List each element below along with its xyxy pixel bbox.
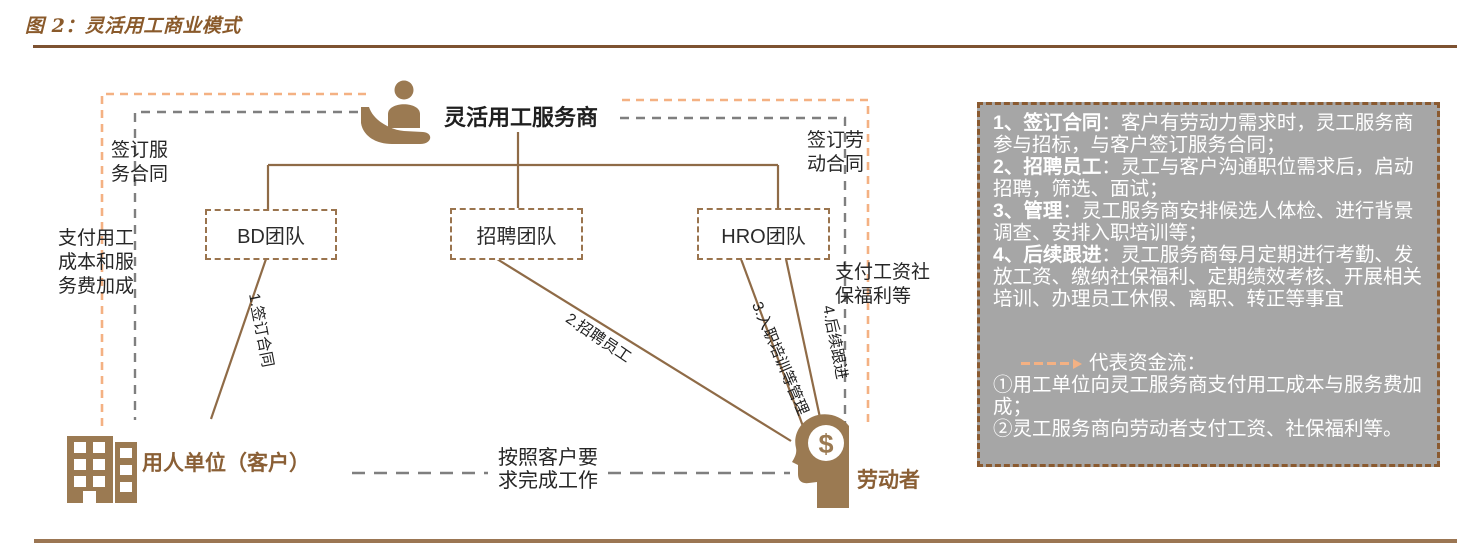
money-flow-legend-item-2: ②灵工服务商向劳动者支付工资、社保福利等。 (993, 418, 1403, 440)
step4-follow-up-arrow (784, 258, 824, 428)
money-flow-legend: 代表资金流： ①用工单位向灵工服务商支付用工成本与服务费加成； ②灵工服务商向劳… (993, 352, 1424, 440)
hro-team-box: HRO团队 (697, 208, 830, 260)
money-flow-legend-item-1: ①用工单位向灵工服务商支付用工成本与服务费加成； (993, 374, 1423, 418)
money-flow-legend-title: 代表资金流： (1089, 352, 1207, 374)
recruit-team-label: 招聘团队 (476, 225, 557, 248)
dollar-sign-glyph: $ (818, 429, 833, 459)
hand-holding-person-icon (360, 80, 440, 146)
money-flow-arrow-icon (1021, 352, 1089, 374)
sign-labor-contract-label: 签订劳 动合同 (807, 130, 865, 175)
work-for-client-label: 按照客户要 求完成工作 (498, 447, 598, 492)
panel-item-4-label: 4、后续跟进 (993, 244, 1102, 266)
panel-item-4-desc: ：灵工服务商每月定期进行考勤、发放工资、缴纳社保福利、定期绩效考核、开展相关培训… (993, 244, 1423, 310)
head-with-dollar-icon: $ (789, 412, 855, 508)
panel-item-1-desc: ：客户有劳动力需求时，灵工服务商参与招标，与客户签订服务合同； (993, 112, 1414, 156)
panel-item-2: 2、招聘员工：灵工与客户沟通职位需求后，启动招聘，筛选、面试； (993, 156, 1424, 200)
panel-item-3-label: 3、管理 (993, 200, 1063, 222)
money-flow-provider-to-worker-line (622, 98, 870, 424)
hro-team-label: HRO团队 (721, 225, 806, 248)
pay-salary-social-label: 支付工资社 保福利等 (835, 262, 931, 307)
top-divider (33, 45, 1457, 48)
recruit-team-box: 招聘团队 (450, 208, 583, 260)
provider-node-label: 灵活用工服务商 (444, 105, 599, 130)
bd-team-label: BD团队 (237, 226, 305, 248)
employer-node-label: 用人单位（客户） (142, 452, 310, 475)
figure-title: 图 2：灵活用工商业模式 (25, 15, 241, 37)
pay-labor-cost-label: 支付用工 成本和服 务费加成 (58, 228, 135, 297)
panel-item-3: 3、管理：灵工服务商安排候选人体检、进行背景调查、安排入职培训等； (993, 200, 1424, 244)
money-flow-employer-to-provider-line (100, 92, 372, 426)
worker-node-label: 劳动者 (857, 469, 920, 492)
building-icon (67, 436, 137, 503)
step1-sign-contract-arrow (209, 258, 268, 420)
bottom-divider (34, 539, 1457, 543)
step3-onboarding-arrow (739, 258, 806, 430)
bd-team-box: BD团队 (205, 209, 337, 260)
provider-teams-tree-line (266, 132, 780, 209)
panel-item-1: 1、签订合同：客户有劳动力需求时，灵工服务商参与招标，与客户签订服务合同； (993, 112, 1424, 156)
panel-item-2-desc: ：灵工与客户沟通职位需求后，启动招聘，筛选、面试； (993, 156, 1414, 200)
panel-item-4: 4、后续跟进：灵工服务商每月定期进行考勤、发放工资、缴纳社保福利、定期绩效考核、… (993, 244, 1424, 310)
sign-service-contract-label: 签订服 务合同 (111, 140, 169, 185)
step2-recruit-arrow (496, 258, 792, 442)
money-flow-legend-title-row: 代表资金流： (993, 352, 1424, 374)
labor-contract-provider-to-worker-line (620, 116, 847, 428)
explanation-panel: 1、签订合同：客户有劳动力需求时，灵工服务商参与招标，与客户签订服务合同； 2、… (977, 102, 1440, 467)
panel-item-2-label: 2、招聘员工 (993, 156, 1102, 178)
panel-item-1-label: 1、签订合同 (993, 112, 1102, 134)
service-contract-provider-to-employer-line (133, 110, 358, 420)
panel-item-3-desc: ：灵工服务商安排候选人体检、进行背景调查、安排入职培训等； (993, 200, 1414, 244)
